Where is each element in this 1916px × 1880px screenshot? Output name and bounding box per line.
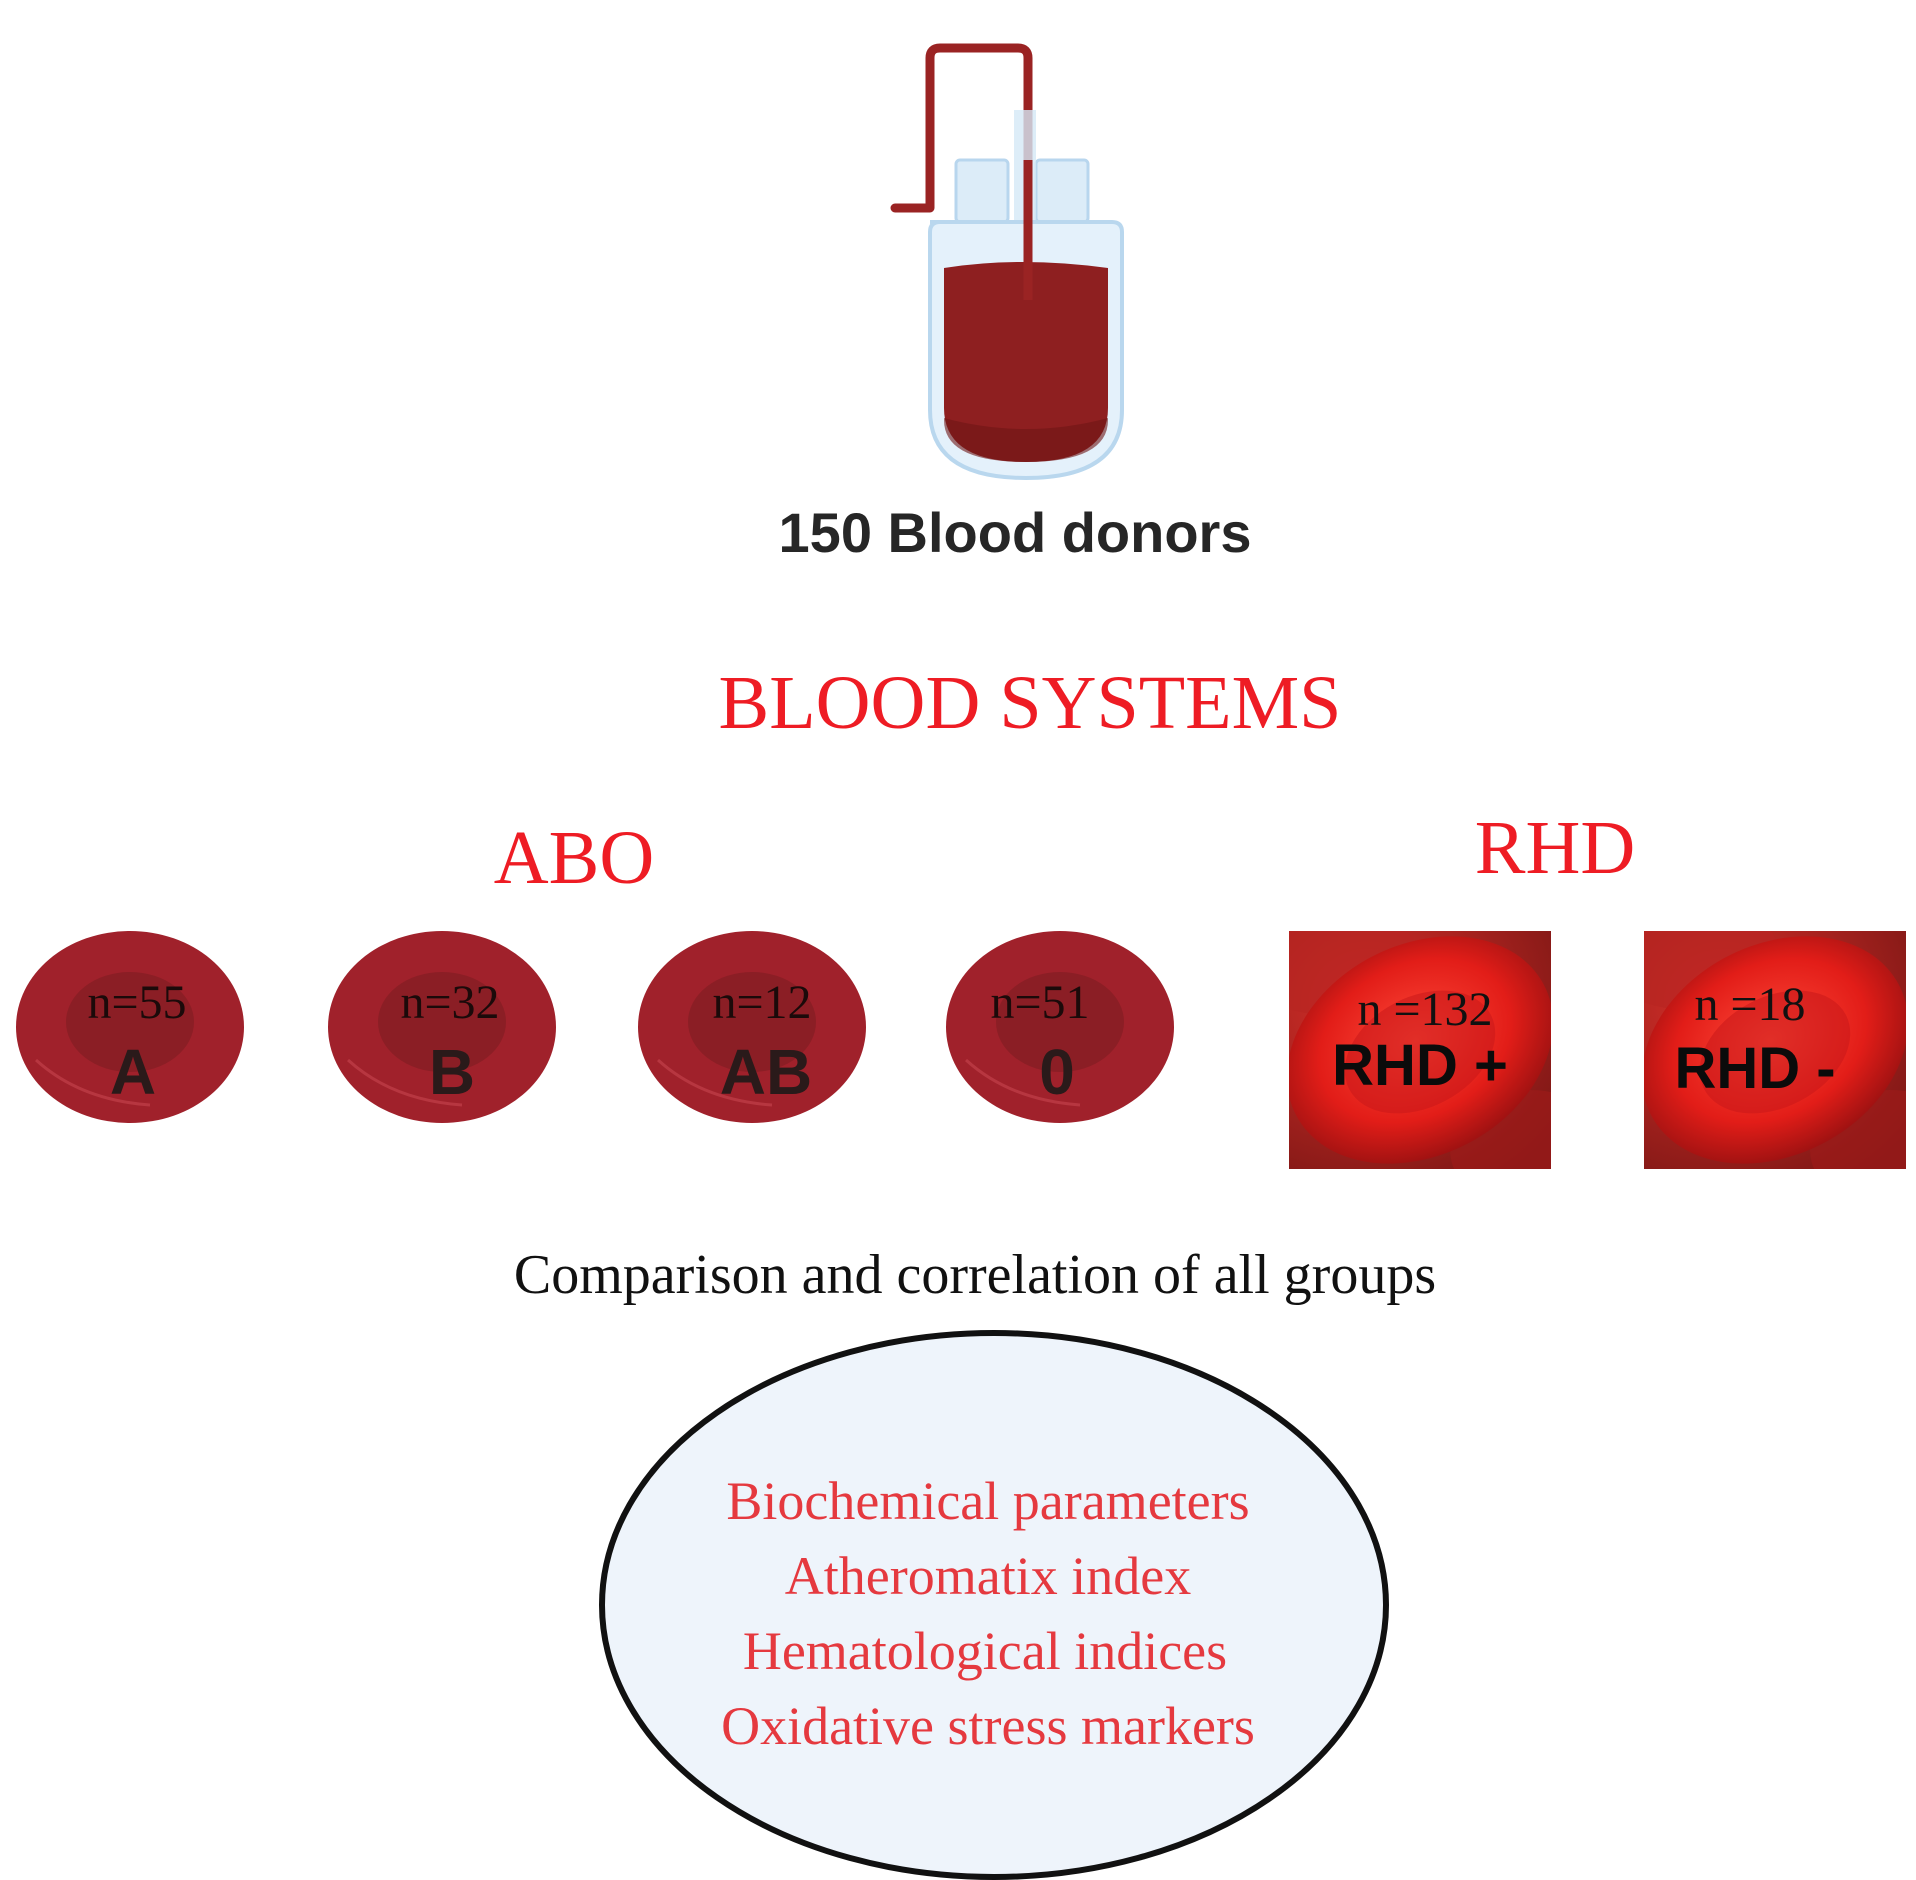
parameter-atheromatix: Atheromatix index (784, 1546, 1192, 1606)
rhd-positive-label: RHD + (1332, 1033, 1508, 1098)
abo-ab-count: n=12 (712, 976, 812, 1029)
comparison-text: Comparison and correlation of all groups (513, 1244, 1437, 1306)
rhd-positive-image (1289, 931, 1551, 1169)
blood-systems-title: BLOOD SYSTEMS (718, 661, 1342, 745)
parameter-hematological: Hematological indices (742, 1621, 1228, 1681)
donors-label: 150 Blood donors (778, 501, 1252, 564)
abo-a-count: n=55 (87, 976, 187, 1029)
rhd-negative-count: n =18 (1694, 978, 1806, 1031)
abo-heading: ABO (493, 816, 655, 900)
parameter-oxidative: Oxidative stress markers (721, 1696, 1255, 1756)
abo-ab-letter: AB (719, 1036, 813, 1108)
parameter-biochemical: Biochemical parameters (726, 1471, 1250, 1531)
abo-cell-ab-shape (638, 931, 866, 1123)
rhd-heading: RHD (1474, 806, 1636, 890)
rhd-negative-label: RHD - (1674, 1036, 1836, 1101)
rhd-negative-image (1644, 931, 1906, 1169)
abo-cell-b-shape (328, 931, 556, 1123)
blood-bottle-icon (890, 43, 1124, 481)
abo-cell-0-shape (946, 931, 1174, 1123)
abo-a-letter: A (109, 1036, 157, 1108)
abo-0-letter: 0 (1039, 1036, 1075, 1108)
parameters-ellipse (599, 1330, 1389, 1880)
abo-b-letter: B (428, 1036, 476, 1108)
abo-cell-a-shape (16, 931, 244, 1123)
rhd-positive-count: n =132 (1357, 983, 1493, 1036)
abo-0-count: n=51 (990, 976, 1090, 1029)
abo-b-count: n=32 (400, 976, 500, 1029)
